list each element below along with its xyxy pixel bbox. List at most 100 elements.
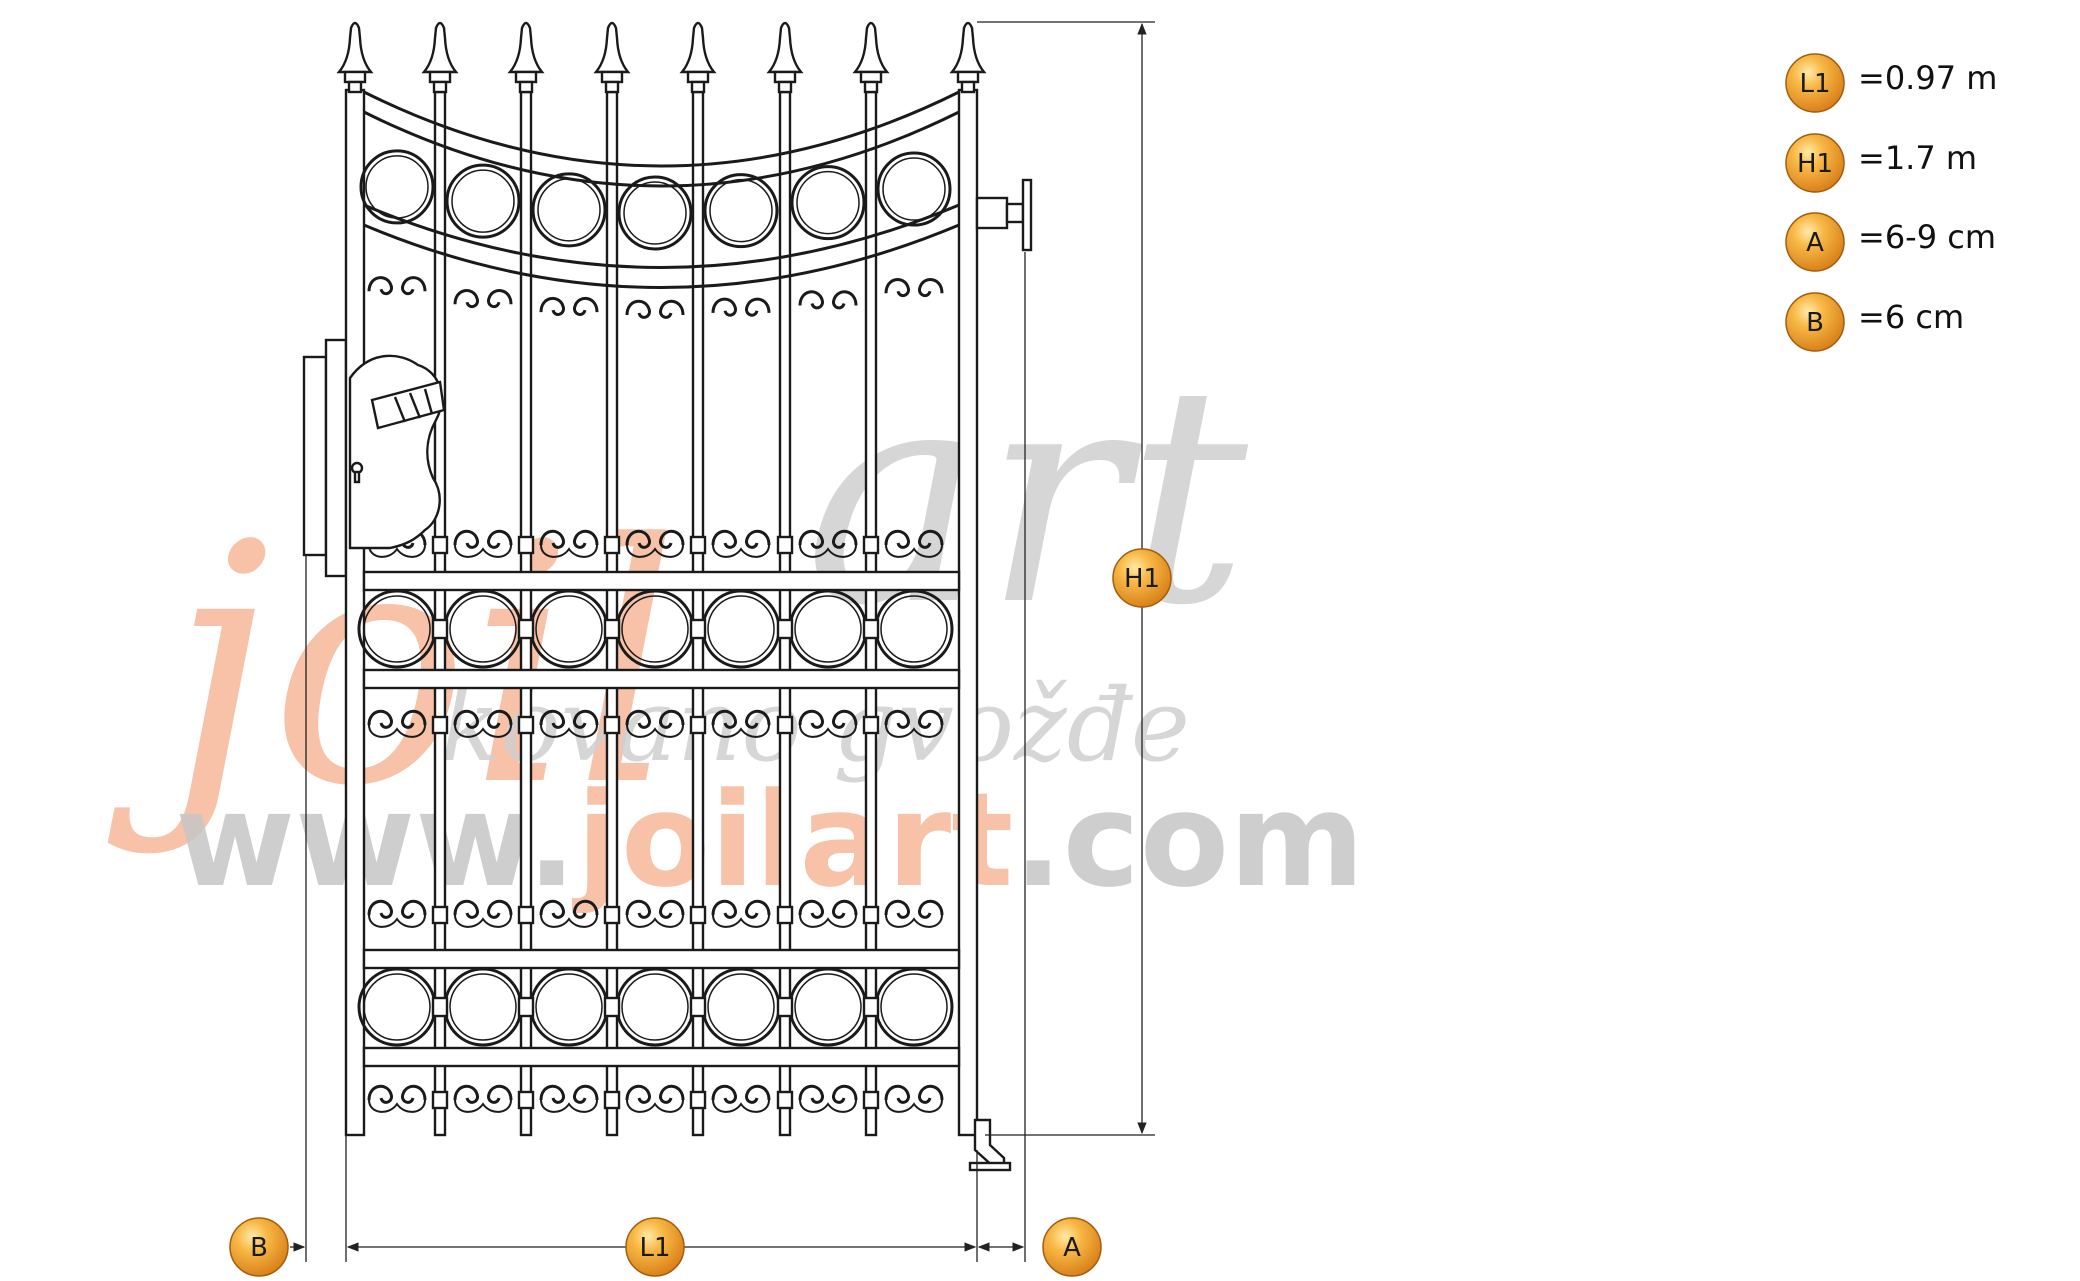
scroll-curl-right: [401, 709, 427, 729]
scroll-curl-right: [745, 529, 771, 549]
legend-a-badge: [1785, 212, 1845, 272]
ring: [790, 165, 866, 241]
scroll-curl-left: [884, 529, 910, 549]
scroll-clamp: [862, 905, 880, 925]
scroll-curl-base: [454, 544, 512, 558]
scroll-curl-right: [401, 899, 427, 919]
scroll-curl-right: [487, 289, 513, 309]
legend-l1-key: L1: [1799, 69, 1830, 99]
scroll-curl-left: [453, 899, 479, 919]
scroll-curl-left: [625, 299, 651, 319]
ring-clamp: [431, 996, 449, 1018]
scroll-curl-right: [832, 529, 858, 549]
scroll-curl-left: [625, 709, 651, 729]
scroll-clamp: [776, 535, 794, 555]
ring-inner: [794, 973, 862, 1041]
scroll-curl-right: [745, 1084, 771, 1104]
scroll-curl-left: [711, 529, 737, 549]
finial-neck: [432, 80, 448, 94]
scroll-clamp: [431, 905, 449, 925]
top-arch-inner-a: [363, 110, 960, 188]
scroll-curl-base: [540, 724, 598, 738]
scroll-curl-left: [884, 899, 910, 919]
gate-right-post: [957, 88, 979, 1137]
badge-l1: L1: [625, 1217, 685, 1277]
ring: [445, 163, 521, 239]
ring-inner: [451, 169, 515, 233]
scroll-rows: [367, 276, 944, 1113]
scroll-curl-base: [540, 544, 598, 558]
finial: [593, 21, 631, 74]
scroll-curl-left: [711, 297, 737, 317]
finial-collar: [428, 70, 452, 84]
finial-collar: [859, 70, 883, 84]
scroll-clamp: [862, 535, 880, 555]
finial: [507, 21, 545, 74]
badge-b-circle: [229, 1217, 289, 1277]
scroll-curl-base: [368, 1099, 426, 1113]
legend-b-value: =6 cm: [1858, 298, 1964, 336]
scroll-curl-base: [626, 914, 684, 928]
ring-inner: [621, 595, 689, 663]
legend-item-b: B =6 cm: [1785, 292, 1964, 352]
ring-inner: [709, 178, 773, 243]
scroll-curl-base: [454, 1099, 512, 1113]
scroll-curl-base: [540, 914, 598, 928]
scroll-curl-left: [884, 278, 910, 298]
ring-clamp: [517, 996, 535, 1018]
watermark-url-suffix: .com: [1013, 764, 1364, 916]
bottom-hinge-base: [968, 1161, 1012, 1172]
scroll-curl-left: [798, 1084, 824, 1104]
scroll-curl-right: [659, 299, 685, 319]
vertical-bar: [433, 90, 447, 1137]
scroll-clamp: [431, 535, 449, 555]
scroll-curl-base: [540, 1099, 598, 1113]
vertical-bar: [691, 90, 705, 1137]
ring: [701, 589, 781, 669]
finial-collar: [514, 70, 538, 84]
scroll-curl-left: [453, 289, 479, 309]
horizontal-rail: [362, 948, 961, 970]
scroll-curl-right: [659, 1084, 685, 1104]
legend-b-key: B: [1806, 308, 1824, 338]
scroll-curl-right: [487, 899, 513, 919]
ring-inner: [365, 155, 429, 219]
scroll-curl-left: [884, 709, 910, 729]
finial: [852, 21, 890, 74]
ring-inner: [537, 178, 601, 242]
scroll-curl-right: [832, 899, 858, 919]
legend-item-h1: H1 =1.7 m: [1785, 133, 1977, 193]
ring-clamp: [431, 618, 449, 640]
finial: [679, 21, 717, 74]
badge-a-label: A: [1063, 1233, 1081, 1263]
ring: [529, 967, 609, 1047]
scroll-curl-right: [918, 1084, 944, 1104]
finial-neck: [960, 80, 976, 94]
badge-h1-circle: [1112, 548, 1172, 608]
ring: [617, 175, 693, 251]
dimension-lines: [290, 21, 1155, 1262]
ring-inner: [449, 973, 517, 1041]
scroll-clamp: [689, 715, 707, 735]
badge-a-circle: [1042, 1217, 1102, 1277]
scroll-curl-right: [918, 529, 944, 549]
legend-b-badge: [1785, 292, 1845, 352]
finial-collar: [686, 70, 710, 84]
legend-item-a: A =6-9 cm: [1785, 212, 1996, 272]
ring-clamp: [689, 618, 707, 640]
scroll-curl-left: [367, 276, 393, 296]
scroll-curl-left: [798, 290, 824, 310]
scroll-curl-left: [453, 529, 479, 549]
ring-clamp: [776, 996, 794, 1018]
ring-inner: [449, 595, 517, 663]
ring-inner: [882, 157, 946, 221]
ring: [788, 967, 868, 1047]
badge-l1-circle: [625, 1217, 685, 1277]
scroll-curl-right: [573, 297, 599, 316]
ring-inner: [796, 170, 860, 235]
ring-inner: [621, 973, 689, 1041]
gate-drawing: [302, 21, 1033, 1172]
scroll-curl-left: [625, 899, 651, 919]
scroll-curl-right: [745, 709, 771, 729]
scroll-curl-base: [799, 1099, 857, 1113]
